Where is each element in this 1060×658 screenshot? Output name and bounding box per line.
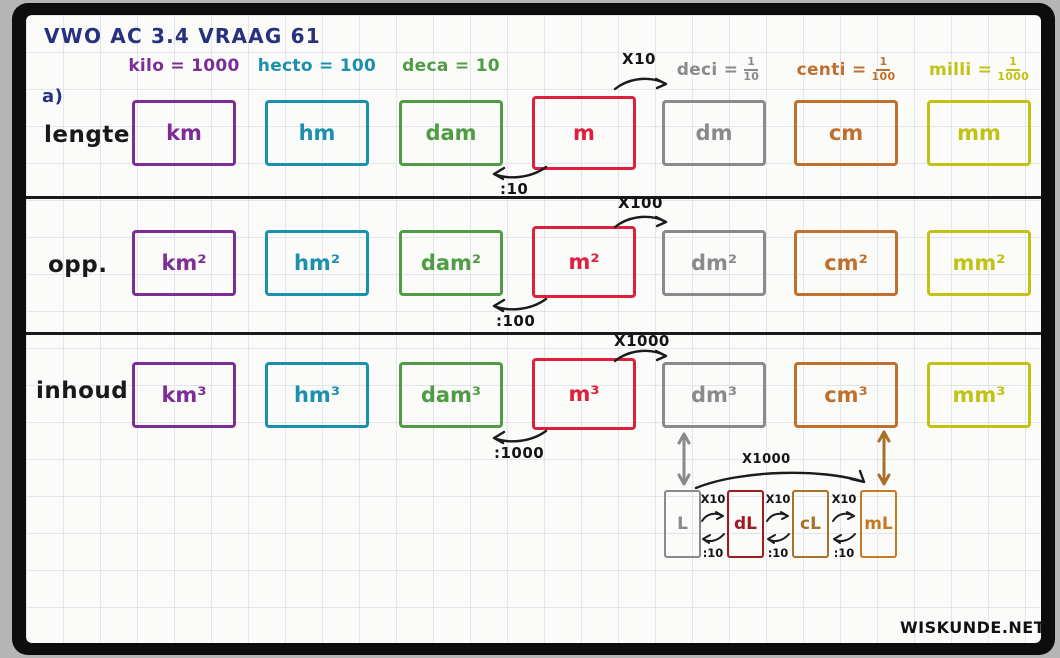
fraction-denominator: 1000	[997, 69, 1030, 83]
milli-fraction: 1 1000	[997, 55, 1030, 83]
double-arrow-dm3-L-icon	[677, 432, 691, 486]
box-mm3: mm³	[927, 362, 1031, 428]
small-times-arrow-right-icon	[701, 511, 724, 522]
box-hm2: hm²	[265, 230, 369, 296]
fraction-numerator: 1	[1006, 55, 1021, 71]
small-divide-arrow-left-icon	[767, 533, 790, 544]
times-arrow-right-icon	[613, 215, 668, 229]
fraction-denominator: 100	[871, 69, 896, 83]
box-dam: dam	[399, 100, 503, 166]
page-title: VWO AC 3.4 VRAAG 61	[44, 24, 321, 48]
box-m3: m³	[532, 358, 636, 430]
litre-x1000-arc-icon	[694, 469, 866, 490]
label-litre-times-10: X10	[700, 492, 726, 506]
box-km2: km²	[132, 230, 236, 296]
box-cm2: cm²	[794, 230, 898, 296]
box-dm: dm	[662, 100, 766, 166]
label-litre-times-10: X10	[765, 492, 791, 506]
box-mL: mL	[860, 490, 897, 558]
fraction-numerator: 1	[876, 55, 891, 71]
box-hm3: hm³	[265, 362, 369, 428]
box-km: km	[132, 100, 236, 166]
label-litre-divide-10: :10	[833, 546, 855, 560]
header-deca: deca = 10	[402, 56, 500, 76]
watermark: WISKUNDE.NET	[900, 618, 1046, 637]
box-dm2: dm²	[662, 230, 766, 296]
label-times-1000: X1000	[614, 332, 670, 350]
header-centi-label: centi =	[796, 59, 867, 80]
box-hm: hm	[265, 100, 369, 166]
header-deci: deci = 1 10	[648, 55, 788, 83]
deci-fraction: 1 10	[743, 55, 760, 83]
small-divide-arrow-left-icon	[833, 533, 856, 544]
row-label-opp: opp.	[48, 252, 108, 278]
fraction-numerator: 1	[744, 55, 759, 71]
divide-arrow-left-icon	[492, 297, 548, 313]
header-centi: centi = 1 100	[776, 55, 916, 83]
row-label-inhoud: inhoud	[36, 378, 129, 404]
header-deci-label: deci =	[676, 59, 739, 80]
double-arrow-cm3-mL-icon	[877, 430, 891, 486]
label-divide-10: :10	[500, 180, 529, 198]
small-times-arrow-right-icon	[832, 511, 855, 522]
box-m: m	[532, 96, 636, 170]
divide-arrow-left-icon	[492, 165, 548, 181]
marker-a: a)	[42, 86, 64, 107]
box-cL: cL	[792, 490, 829, 558]
header-kilo: kilo = 1000	[128, 56, 240, 76]
times-arrow-right-icon	[613, 349, 668, 363]
small-divide-arrow-left-icon	[702, 533, 725, 544]
label-litre-times-10: X10	[831, 492, 857, 506]
label-times-100: X100	[618, 194, 663, 212]
fraction-denominator: 10	[743, 69, 760, 83]
header-milli-label: milli =	[928, 59, 993, 80]
label-times-10: X10	[622, 50, 656, 68]
box-cm3: cm³	[794, 362, 898, 428]
divide-arrow-left-icon	[492, 429, 548, 445]
times-arrow-right-icon	[613, 77, 668, 91]
row-label-lengte: lengte	[44, 122, 130, 148]
label-divide-1000: :1000	[494, 444, 545, 462]
label-divide-100: :100	[496, 312, 536, 330]
label-litre-divide-10: :10	[767, 546, 789, 560]
label-litre-divide-10: :10	[702, 546, 724, 560]
box-km3: km³	[132, 362, 236, 428]
box-m2: m²	[532, 226, 636, 298]
box-mm2: mm²	[927, 230, 1031, 296]
header-hecto: hecto = 100	[257, 56, 377, 76]
row-separator-line	[26, 332, 1041, 335]
small-times-arrow-right-icon	[766, 511, 789, 522]
box-mm: mm	[927, 100, 1031, 166]
header-milli: milli = 1 1000	[909, 55, 1049, 83]
row-separator-line	[26, 196, 1041, 199]
box-dam3: dam³	[399, 362, 503, 428]
label-litre-times-1000: X1000	[742, 452, 791, 467]
box-dam2: dam²	[399, 230, 503, 296]
box-dm3: dm³	[662, 362, 766, 428]
centi-fraction: 1 100	[871, 55, 896, 83]
box-cm: cm	[794, 100, 898, 166]
box-dL: dL	[727, 490, 764, 558]
box-L: L	[664, 490, 701, 558]
